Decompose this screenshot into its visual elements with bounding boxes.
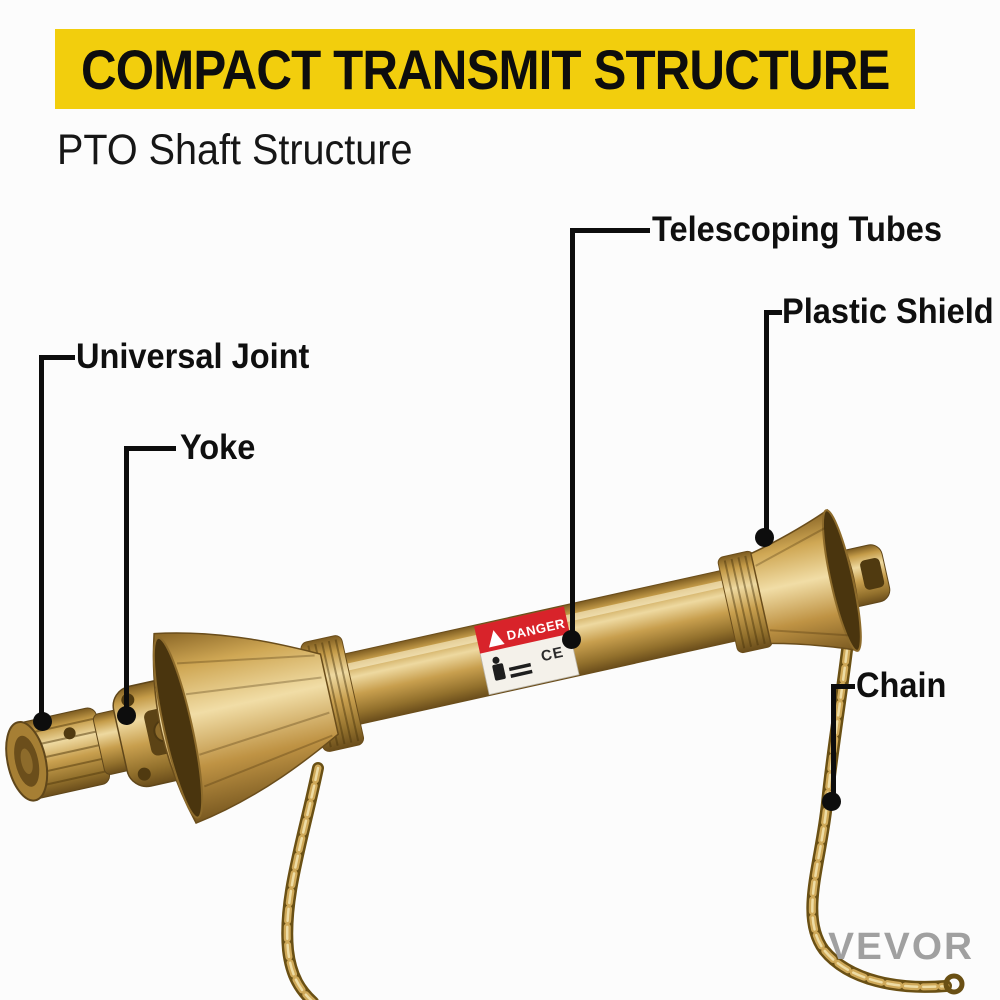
callout-line-universal-joint <box>39 355 44 715</box>
chain-left <box>281 762 324 1000</box>
page-subtitle: PTO Shaft Structure <box>57 126 413 174</box>
callout-dot-plastic-shield <box>755 528 774 547</box>
brand-logo: VEVOR <box>828 926 974 968</box>
callout-line-chain <box>831 684 855 689</box>
callout-line-plastic-shield <box>764 310 782 315</box>
title-banner: COMPACT TRANSMIT STRUCTURE <box>55 29 915 109</box>
label-universal-joint: Universal Joint <box>76 337 310 376</box>
callout-line-universal-joint <box>39 355 75 360</box>
pictogram-figure-icon <box>492 656 500 664</box>
shield-bell-left <box>152 632 340 825</box>
label-chain: Chain <box>856 666 947 705</box>
page-title: COMPACT TRANSMIT STRUCTURE <box>81 37 890 101</box>
warning-triangle-icon <box>489 630 505 648</box>
label-plastic-shield: Plastic Shield <box>782 292 994 331</box>
danger-sticker: DANGER CE <box>474 606 580 696</box>
callout-line-chain <box>831 684 836 795</box>
ce-mark-text: CE <box>539 644 565 666</box>
callout-dot-telescoping-tubes <box>562 630 581 649</box>
callout-line-telescoping-tubes <box>570 228 650 233</box>
callout-dot-yoke <box>117 706 136 725</box>
shield-collar-right <box>717 550 773 654</box>
callout-dot-chain <box>822 792 841 811</box>
chain-right <box>806 644 965 995</box>
callout-line-yoke <box>124 446 129 709</box>
label-telescoping-tubes: Telescoping Tubes <box>652 210 942 249</box>
callout-line-telescoping-tubes <box>570 228 575 634</box>
callout-line-yoke <box>124 446 176 451</box>
callout-line-plastic-shield <box>764 310 769 530</box>
chain-clasp <box>943 973 965 995</box>
shield-bell-right <box>750 508 862 652</box>
callout-dot-universal-joint <box>33 712 52 731</box>
label-yoke: Yoke <box>180 428 256 467</box>
